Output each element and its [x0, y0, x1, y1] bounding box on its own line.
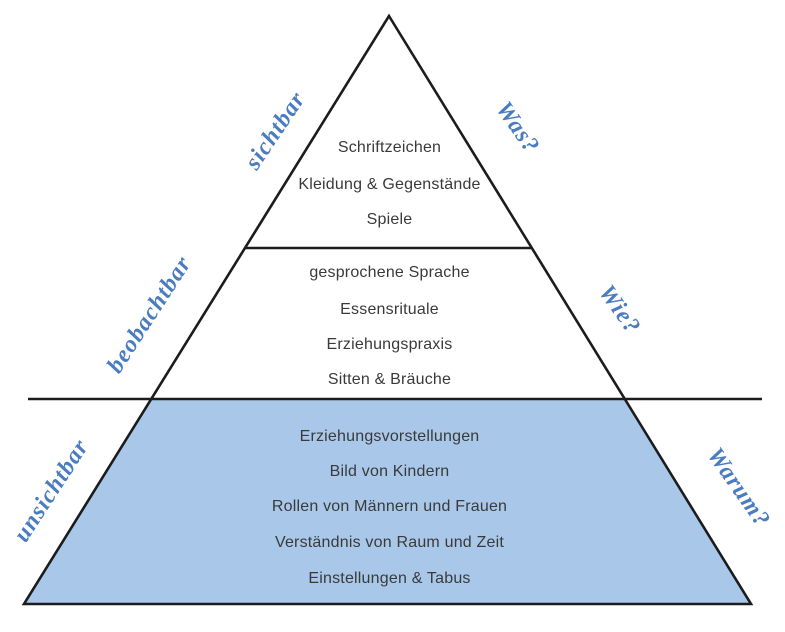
- pyramid-item: Sitten & Bräuche: [327, 371, 452, 388]
- pyramid-outline: [21, 13, 754, 606]
- pyramid-item: Essensrituale: [340, 301, 439, 318]
- pyramid-item: Erziehungsvorstellungen: [299, 428, 480, 445]
- unsichtbar-layer-fill: [24, 400, 751, 603]
- pyramid-item: Verständnis von Raum und Zeit: [274, 534, 505, 551]
- pyramid-item: Rollen von Männern und Frauen: [271, 498, 508, 515]
- pyramid-item: Schriftzeichen: [337, 139, 442, 156]
- pyramid-item: Erziehungspraxis: [326, 336, 453, 353]
- pyramid-item: Einstellungen & Tabus: [308, 570, 471, 587]
- pyramid-item: Kleidung & Gegenstände: [298, 176, 481, 193]
- pyramid-item: Spiele: [366, 211, 413, 228]
- pyramid-item: Bild von Kindern: [329, 463, 450, 480]
- pyramid-item: gesprochene Sprache: [309, 264, 470, 281]
